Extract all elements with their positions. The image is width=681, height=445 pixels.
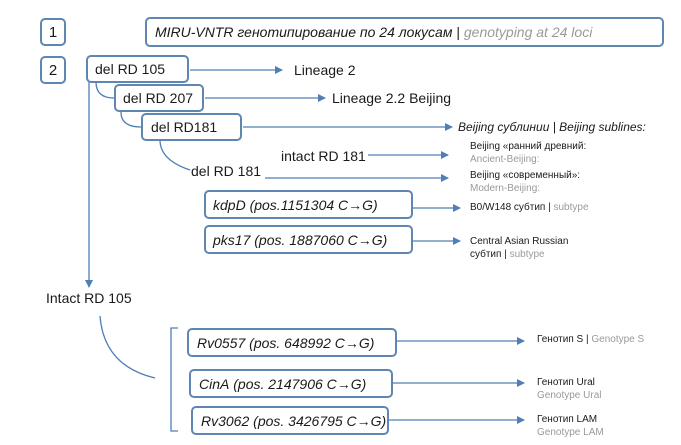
genotype-s-en: Genotype S <box>591 334 645 345</box>
step-1-number: 1 <box>48 23 58 41</box>
modern-beijing-ru: Beijing «современный»: <box>470 170 581 181</box>
cina-position: (pos. 2147906 C→G) <box>229 375 367 392</box>
miru-vntr-title: MIRU-VNTR генотипирование по 24 локусам <box>155 24 453 40</box>
pks17-gene: pks17 <box>213 231 251 248</box>
ancient-beijing-note: Beijing «ранний древний: Ancient-Beijing… <box>470 140 586 166</box>
genotype-lam-ru: Генотип LAM <box>537 414 598 425</box>
b0-w148-sep: | <box>545 202 554 213</box>
genotype-s-ru: Генотип S <box>537 334 584 345</box>
b0-w148-en: subtype <box>553 202 589 213</box>
modern-beijing-en: Modern-Beijing: <box>470 183 541 194</box>
b0-w148-ru: B0/W148 субтип <box>470 202 546 213</box>
lineage-2-label: Lineage 2 <box>294 62 356 78</box>
central-asian-en: subtype <box>509 249 545 260</box>
genotype-lam-en: Genotype LAM <box>537 427 604 438</box>
genotype-ural-result: Генотип Ural Genotype Ural <box>537 376 601 402</box>
central-asian-ru: субтип <box>470 249 502 260</box>
central-asian-name: Central Asian Russian <box>470 236 569 247</box>
kdpd-box: kdpD (pos.1151304 C→G) <box>204 190 413 219</box>
step-2-badge: 2 <box>40 56 66 84</box>
del-rd105-label: del RD 105 <box>95 61 166 77</box>
pks17-position: (pos. 1887060 C→G) <box>250 231 388 248</box>
pks17-box: pks17 (pos. 1887060 C→G) <box>204 225 413 254</box>
intact-rd181-label: intact RD 181 <box>281 148 366 164</box>
rv3062-gene: Rv3062 <box>201 412 250 429</box>
intact-rd105-label: Intact RD 105 <box>46 290 132 306</box>
del-rd181-secondary-label: del RD 181 <box>191 163 262 179</box>
lineage-2-2-beijing-label: Lineage 2.2 Beijing <box>332 90 452 106</box>
kdpd-gene: kdpD <box>213 196 246 213</box>
beijing-sublines-label: Beijing сублинии | Beijing sublines: <box>458 120 646 134</box>
title-separator: | <box>452 24 464 40</box>
kdpd-position: (pos.1151304 C→G) <box>245 196 378 213</box>
rv3062-box: Rv3062 (pos. 3426795 C→G) <box>191 406 389 435</box>
rv0557-box: Rv0557 (pos. 648992 C→G) <box>187 328 397 357</box>
ancient-beijing-en: Ancient-Beijing: <box>470 154 540 165</box>
modern-beijing-note: Beijing «современный»: Modern-Beijing: <box>470 169 580 195</box>
genotype-lam-result: Генотип LAM Genotype LAM <box>537 413 604 439</box>
del-rd207-box: del RD 207 <box>114 84 204 112</box>
step-2-number: 2 <box>48 61 58 79</box>
central-asian-result: Central Asian Russian субтип | subtype <box>470 235 568 261</box>
rv0557-position: (pos. 648992 C→G) <box>245 334 375 351</box>
genotype-s-sep: | <box>583 334 592 345</box>
rv0557-gene: Rv0557 <box>197 334 246 351</box>
b0-w148-result: B0/W148 субтип | subtype <box>470 202 589 213</box>
cina-box: CinA (pos. 2147906 C→G) <box>189 369 393 398</box>
step-1-badge: 1 <box>40 18 66 46</box>
genotype-s-result: Генотип S | Genotype S <box>537 334 644 345</box>
cina-gene: CinA <box>199 375 230 392</box>
genotype-ural-en: Genotype Ural <box>537 390 602 401</box>
del-rd181-box: del RD181 <box>141 113 242 141</box>
ancient-beijing-ru: Beijing «ранний древний: <box>470 141 587 152</box>
del-rd181-label: del RD181 <box>151 119 218 135</box>
central-asian-sep: | <box>501 249 510 260</box>
del-rd105-box: del RD 105 <box>86 55 189 83</box>
rv3062-position: (pos. 3426795 C→G) <box>249 412 387 429</box>
genotype-ural-ru: Генотип Ural <box>537 377 595 388</box>
miru-vntr-title-en: genotyping at 24 loci <box>463 24 593 40</box>
miru-vntr-box: MIRU-VNTR генотипирование по 24 локусам … <box>145 17 664 47</box>
del-rd207-label: del RD 207 <box>123 90 194 106</box>
